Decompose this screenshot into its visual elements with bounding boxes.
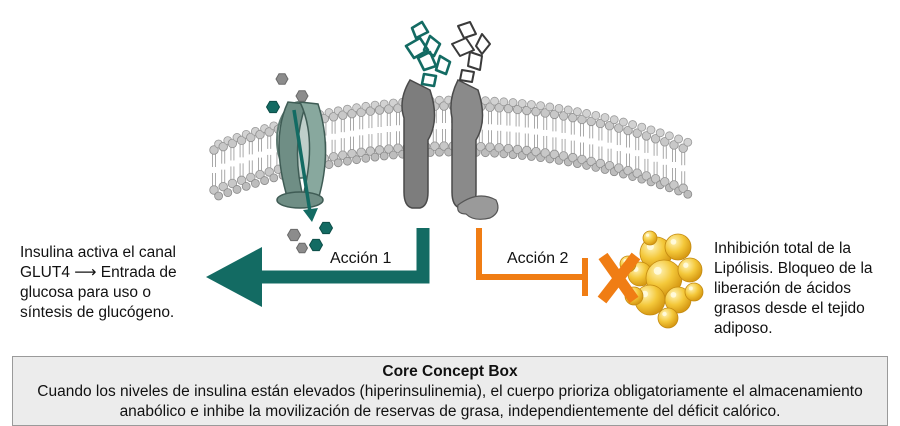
glucose-hexagon-icon: [295, 242, 309, 254]
action-2-label: Acción 2: [507, 250, 568, 267]
concept-box-title: Core Concept Box: [382, 363, 518, 380]
lipolysis-inhibition-text: Inhibición total de la Lipólisis. Bloque…: [714, 240, 873, 337]
concept-box-body: Cuando los niveles de insulina están ele…: [37, 383, 863, 420]
core-concept-box: Core Concept Box Cuando los niveles de i…: [12, 356, 888, 426]
glucose-outside-icons: [265, 73, 309, 114]
glucose-hexagon-icon: [318, 221, 334, 235]
glucose-hexagon-icon: [265, 100, 281, 114]
action-1-label: Acción 1: [330, 250, 391, 267]
inhibition-x-icon: [597, 252, 641, 304]
fat-cell-cluster-icon: [619, 230, 704, 329]
glucose-hexagon-icon: [295, 90, 309, 102]
glut4-effect-text: Insulina activa el canal GLUT4 ⟶ Entrada…: [20, 244, 177, 321]
glucose-hexagon-icon: [275, 73, 289, 85]
glucose-entry-arrow: [292, 109, 318, 222]
glut4-channel-icon: [276, 101, 327, 209]
insulin-mechanism-diagram: Acción 1 Acción 2: [206, 20, 704, 329]
action-2-inhibition-line[interactable]: [476, 228, 588, 296]
glucose-inside-icons: [286, 221, 334, 254]
insulin-receptor-icon: [401, 20, 499, 220]
glucose-hexagon-icon: [308, 238, 324, 252]
glucose-hexagon-icon: [286, 228, 302, 242]
action-1-arrow[interactable]: [206, 228, 430, 307]
